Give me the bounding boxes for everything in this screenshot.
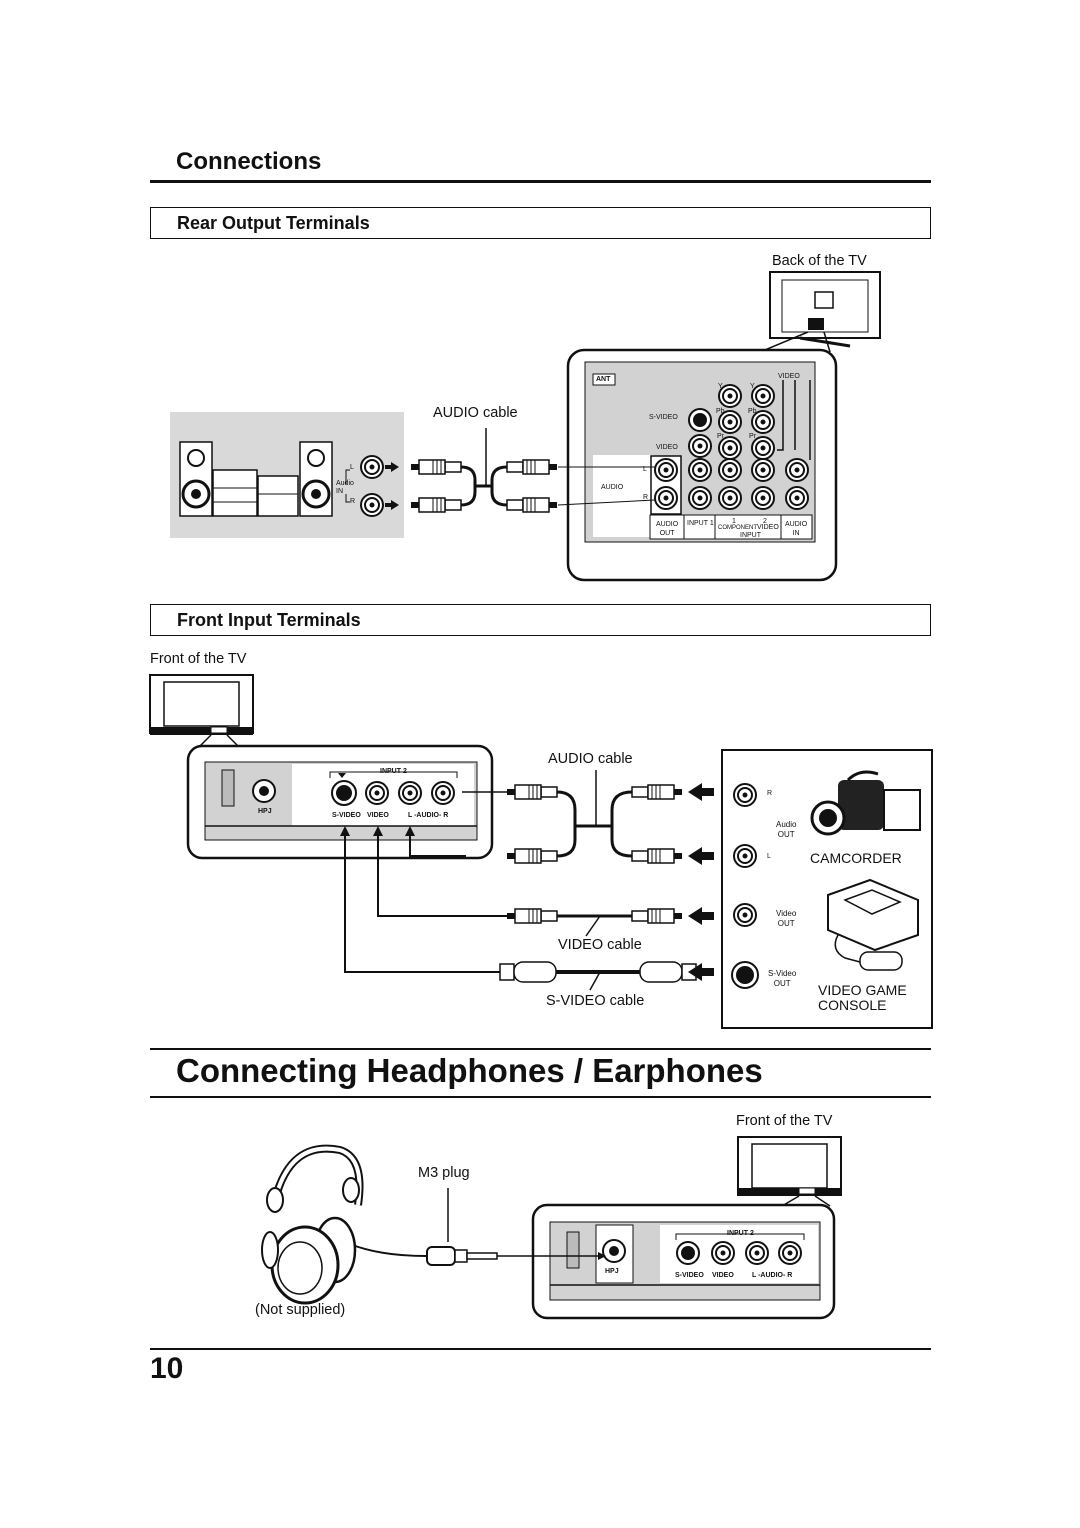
amp-l-label: L: [350, 464, 354, 471]
back-of-tv-label: Back of the TV: [772, 253, 867, 269]
video-game-label-line2: CONSOLE: [818, 997, 887, 1013]
device-video-out-label: Video OUT: [776, 909, 797, 928]
tv-front-icon: [149, 674, 254, 735]
amp-r-label: R: [350, 498, 356, 505]
hp-front-of-tv-label: Front of the TV: [736, 1113, 833, 1129]
camcorder-label: CAMCORDER: [810, 850, 902, 866]
hp-hpj-label: HPJ: [605, 1268, 619, 1275]
front-terminals-header: Front Input Terminals: [150, 604, 931, 636]
svideo-cable-label: S-VIDEO cable: [546, 993, 645, 1009]
front-audio-cable-label: AUDIO cable: [548, 751, 633, 767]
front-of-tv-label: Front of the TV: [150, 651, 247, 667]
m3-plug-label: M3 plug: [418, 1165, 470, 1181]
front-svideo-label: S-VIDEO: [332, 812, 361, 819]
left-speaker: [179, 441, 213, 517]
ant-label: ANT: [596, 376, 611, 383]
panel-audio-in-label: AUDIO IN: [785, 521, 808, 537]
panel-input1-label: INPUT 1: [687, 520, 714, 527]
panel-pr2-label: Pr: [749, 433, 756, 440]
device-l-label: L: [767, 853, 771, 860]
rear-terminals-header: Rear Output Terminals: [150, 207, 931, 239]
panel-y1-label: Y: [718, 383, 723, 390]
headphones-title: Connecting Headphones / Earphones: [176, 1052, 763, 1089]
section-title: Connections: [176, 148, 322, 175]
panel-audio-label: AUDIO: [601, 484, 624, 491]
camcorder-image: [810, 770, 921, 836]
footer-rule: [150, 1348, 931, 1350]
headphones-top-rule: [150, 1048, 931, 1050]
video-cable-label: VIDEO cable: [558, 937, 642, 953]
panel-audio-out-label: AUDIO OUT: [656, 521, 679, 537]
tv-back-icon: [769, 271, 881, 348]
page-number: 10: [150, 1352, 184, 1385]
hp-video-label: VIDEO: [712, 1272, 734, 1279]
panel-pb2-label: Pb: [748, 408, 757, 415]
panel-pb1-label: Pb: [716, 408, 725, 415]
front-input2-label: INPUT 2: [380, 768, 407, 775]
front-laudior-label: L -AUDIO- R: [408, 812, 449, 819]
panel-l-label: L: [643, 466, 647, 473]
panel-input-label: INPUT: [740, 532, 761, 539]
rear-terminals-title: Rear Output Terminals: [177, 213, 370, 233]
headphones-image: [261, 1144, 364, 1305]
panel-pr1-label: Pr: [717, 433, 724, 440]
device-audio-out-label: Audio OUT: [776, 820, 797, 839]
panel-r-label: R: [643, 494, 649, 501]
headphones-bottom-rule: [150, 1096, 931, 1098]
panel-1-label: 1: [732, 518, 736, 525]
amp-audio-in-label: Audio IN: [336, 480, 354, 495]
right-speaker: [299, 441, 333, 517]
panel-video-top-label: VIDEO: [778, 373, 800, 380]
game-console-image: [827, 878, 919, 971]
hp-laudior-label: L -AUDIO- R: [752, 1272, 793, 1279]
amp-unit: [212, 469, 299, 517]
front-hpj-label: HPJ: [258, 808, 272, 815]
video-game-label-line1: VIDEO GAME: [818, 982, 907, 998]
panel-svideo-label: S-VIDEO: [649, 414, 678, 421]
front-terminals-title: Front Input Terminals: [177, 610, 361, 630]
rear-audio-cable-label: AUDIO cable: [433, 405, 518, 421]
hp-svideo-label: S-VIDEO: [675, 1272, 704, 1279]
not-supplied-label: (Not supplied): [255, 1302, 346, 1318]
device-r-label: R: [767, 790, 773, 797]
tv-front-icon-2: [737, 1136, 842, 1196]
panel-y2-label: Y: [750, 383, 755, 390]
panel-video-col-label: VIDEO: [757, 524, 779, 531]
section-rule: [150, 180, 931, 183]
front-video-label: VIDEO: [367, 812, 389, 819]
panel-component-label: COMPONENT: [718, 525, 757, 531]
hp-input2-label: INPUT 2: [727, 1230, 754, 1237]
panel-video-label: VIDEO: [656, 444, 678, 451]
device-svideo-out-label: S-Video OUT: [768, 969, 797, 988]
panel-2-label: 2: [763, 518, 767, 525]
